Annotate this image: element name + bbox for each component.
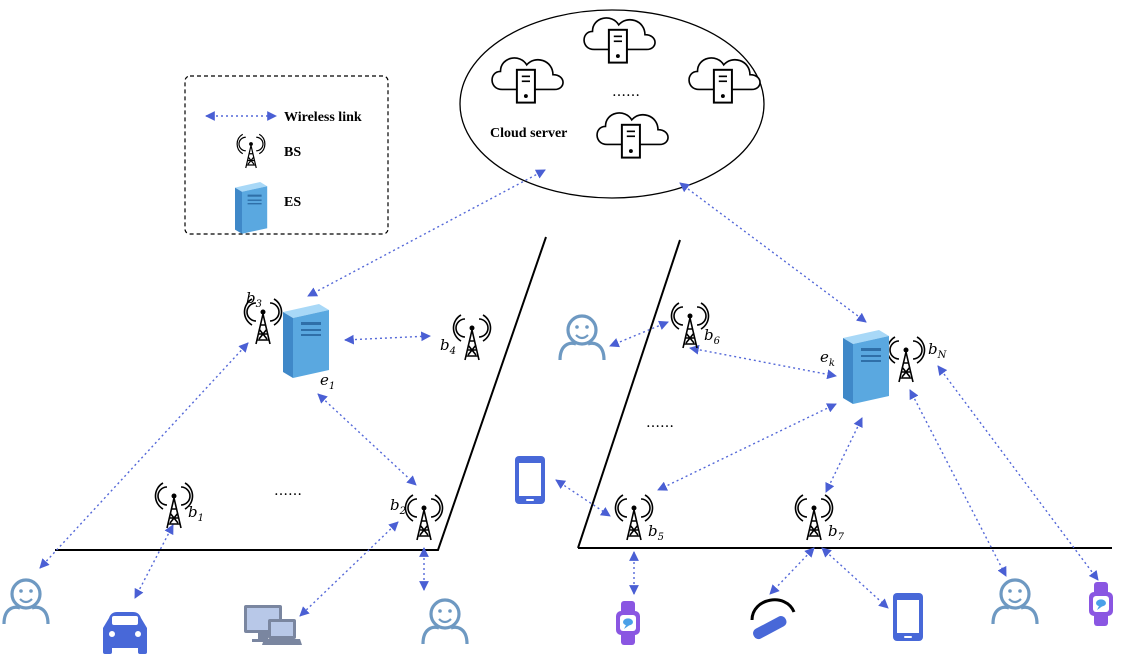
cloud-server-label: Cloud server (490, 126, 567, 141)
phone-icon (893, 593, 923, 641)
ellipsis-right: …… (646, 415, 674, 431)
legend-bs-label: BS (284, 145, 301, 160)
smartwatch-icon (616, 601, 640, 645)
base-station-b7-icon (794, 494, 834, 541)
base-station-bN-icon (886, 336, 926, 383)
base-station-b5-icon (614, 494, 654, 541)
label-b2: b2 (390, 496, 406, 517)
legend-wireless-link-label: Wireless link (284, 110, 362, 125)
base-station-b2-icon (404, 494, 444, 541)
roads (55, 236, 1112, 551)
phone-icon (515, 456, 545, 504)
legend: Wireless link BS ES (184, 75, 389, 235)
edge-server-e1-icon (283, 304, 329, 378)
label-b6: b6 (704, 326, 721, 347)
computer-icon (244, 605, 302, 645)
headset-icon (750, 598, 796, 640)
label-ek: ek (820, 348, 835, 369)
label-bN: bN (928, 340, 948, 361)
label-b3: b3 (246, 289, 262, 310)
label-b1: b1 (188, 503, 204, 524)
edge-server-ek-icon (843, 330, 889, 404)
label-e1: e1 (320, 371, 335, 392)
legend-bs-icon (236, 133, 266, 169)
cloud-ellipsis: …… (612, 84, 640, 100)
user-icon (991, 578, 1039, 626)
label-b7: b7 (828, 522, 845, 543)
legend-es-icon (235, 182, 268, 234)
label-b4: b4 (440, 336, 456, 357)
ellipsis-left: …… (274, 483, 302, 499)
wireless-links (39, 169, 1099, 617)
label-b5: b5 (648, 522, 664, 543)
base-station-b6-icon (670, 302, 710, 349)
cloud-server-group: …… Cloud server (459, 9, 765, 199)
user-icon (421, 598, 469, 646)
legend-es-label: ES (284, 195, 301, 210)
smartwatch-icon (1089, 582, 1113, 626)
base-station-b4-icon (452, 314, 492, 361)
car-icon (103, 612, 147, 654)
base-station-b1-icon (154, 482, 194, 529)
user-icon (558, 314, 606, 362)
user-icon (2, 578, 50, 626)
